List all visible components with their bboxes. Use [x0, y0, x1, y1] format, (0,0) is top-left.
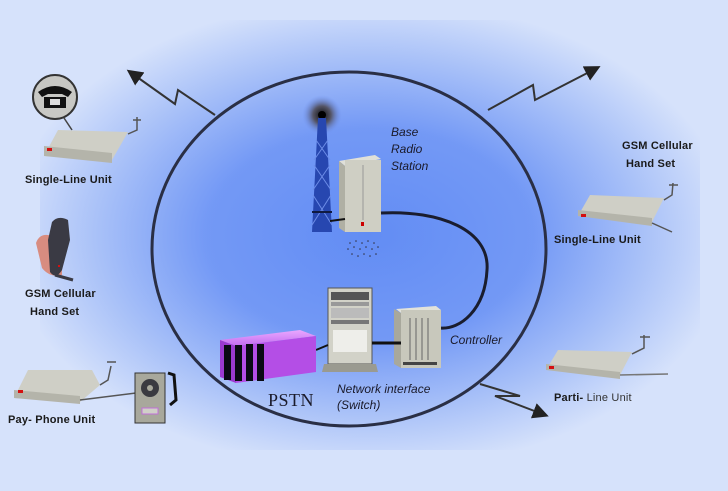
label-station: Station — [391, 159, 429, 173]
label-controller: Controller — [450, 333, 503, 347]
single-line-unit-device-left — [44, 117, 141, 163]
brs-controller-cable — [380, 211, 489, 330]
tower-cabinet-cable — [329, 218, 346, 222]
label-switch: (Switch) — [337, 398, 381, 412]
controller-cabinet-icon — [394, 306, 441, 368]
label-pay-phone-unit: Pay- Phone Unit — [8, 414, 96, 426]
parti-line-unit-device — [546, 335, 669, 379]
label-gsm-handset-right-line1: GSM Cellular — [622, 140, 693, 152]
handset-icon — [36, 217, 74, 282]
label-pstn: PSTN — [268, 390, 315, 410]
label-parti-rest: Line Unit — [583, 392, 632, 404]
single-line-unit-device-right — [578, 182, 678, 233]
label-parti-line-unit: Parti- Line Unit — [554, 392, 632, 404]
label-single-line-unit-left: Single-Line Unit — [25, 174, 112, 186]
label-base: Base — [391, 125, 419, 139]
cell-boundary — [150, 70, 548, 428]
telephone-icon — [32, 74, 78, 131]
radio-tower-icon — [302, 95, 342, 232]
radio-link-left-arrow — [126, 69, 216, 116]
label-gsm-handset-left-line1: GSM Cellular — [25, 288, 96, 300]
cabinet-shadow — [347, 240, 379, 257]
label-gsm-handset-right-line2: Hand Set — [626, 158, 676, 170]
label-parti-bold: Parti- — [554, 392, 584, 404]
label-radio: Radio — [391, 142, 423, 156]
pstn-switch-cable — [315, 344, 329, 351]
label-single-line-unit-right: Single-Line Unit — [554, 234, 641, 246]
label-gsm-handset-left-line2: Hand Set — [30, 306, 80, 318]
radio-link-right-arrow — [487, 66, 601, 111]
payphone-unit-device — [14, 361, 137, 404]
payphone-icon — [134, 371, 178, 424]
base-station-cabinet-icon — [339, 155, 381, 232]
radio-link-bottom-arrow — [479, 383, 549, 419]
switch-rack-icon — [322, 287, 378, 372]
pstn-exchange-icon — [220, 330, 316, 383]
label-network-interface: Network interface — [337, 382, 431, 396]
